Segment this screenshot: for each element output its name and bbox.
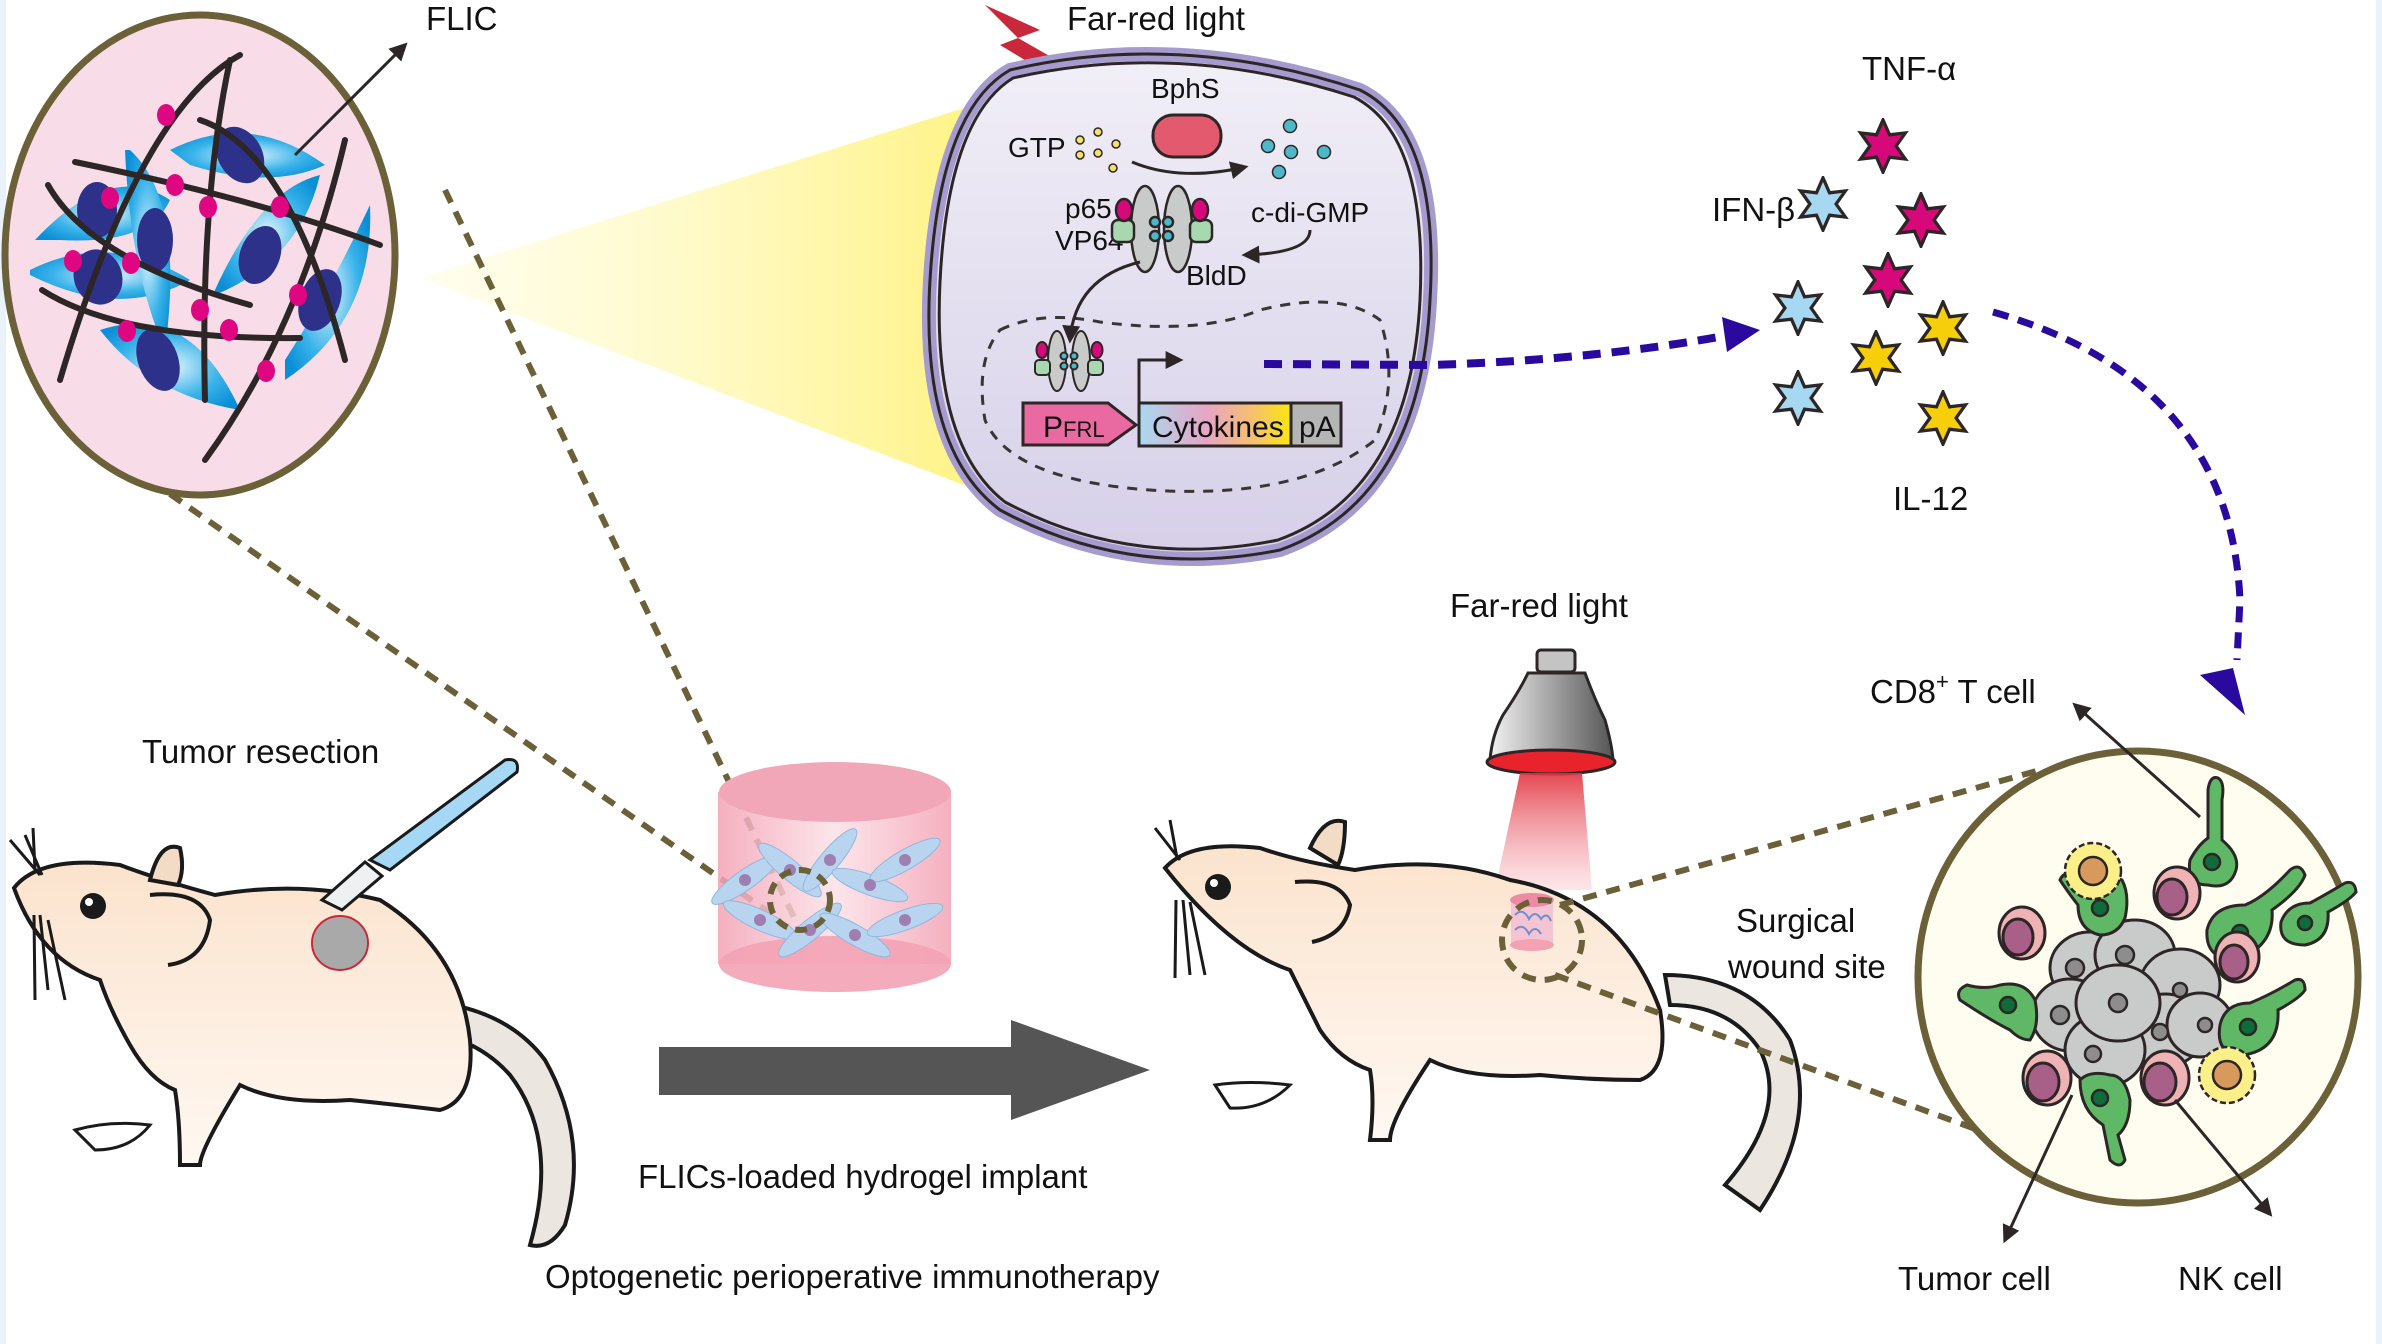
pa-terminator-label: pA	[1299, 411, 1336, 444]
zoom-cone	[420, 100, 990, 495]
nucleus-outline	[980, 300, 1391, 493]
nk-cell-pointer-arrow	[2173, 1099, 2273, 1217]
crosslink-dots	[64, 104, 307, 382]
wound-zoom-circle	[1499, 897, 1585, 983]
secretion-arrow	[1263, 329, 1741, 370]
gtp-label: GTP	[1008, 132, 1066, 163]
left-edge-strip	[0, 0, 6, 1344]
immune-inset	[1914, 747, 2362, 1207]
zoom-connectors-wound	[1553, 767, 2062, 1163]
p65-label: p65	[1065, 193, 1112, 224]
tnf-alpha-star	[1896, 192, 1946, 248]
bldd-label: BldD	[1186, 260, 1247, 291]
cytokine-stars	[1773, 118, 1968, 446]
il-12-star	[1918, 390, 1968, 446]
ifn-beta-star	[1773, 280, 1823, 336]
far-red-light-label-top: Far-red light	[1067, 0, 1245, 37]
tumor-cell-pointer-arrow	[2002, 1094, 2074, 1244]
flic-label: FLIC	[426, 0, 498, 37]
il-12-star	[1851, 330, 1901, 386]
promoter-pfrl	[1021, 401, 1139, 447]
tnf-alpha-star	[1863, 252, 1913, 308]
tumor-cell-cluster	[2030, 918, 2235, 1088]
immune-recruitment-arrow	[1992, 308, 2244, 661]
far-red-light-label-lamp: Far-red light	[1450, 587, 1628, 624]
figure-title: Optogenetic perioperative immunotherapy	[545, 1258, 1160, 1295]
cd8-pointer-arrow	[2072, 702, 2202, 819]
nk-cells	[1997, 865, 2261, 1107]
nk-cell-label: NK cell	[2178, 1260, 2283, 1297]
bound-transactivator-complex	[1034, 330, 1104, 392]
scalpel-icon	[319, 758, 519, 912]
tnf-alpha-label: TNF-α	[1862, 50, 1956, 87]
ifn-beta-star	[1798, 176, 1848, 232]
mouse-resection	[8, 758, 576, 1248]
gtp-molecules	[1075, 127, 1121, 173]
transition-arrow	[659, 1020, 1150, 1120]
lamp-icon	[1485, 648, 1617, 776]
c-di-gmp-molecules	[1260, 118, 1332, 180]
cd8-t-cell-label: CD8+ T cell	[1870, 669, 2036, 710]
hydrogel-implant	[711, 762, 951, 992]
mouse-treated	[1153, 818, 1802, 1213]
cytokines-gene	[1137, 401, 1293, 448]
tumor-mass	[311, 915, 369, 971]
transcription-start-arrow	[1137, 351, 1184, 402]
bldd-transactivator-complex	[1110, 184, 1214, 274]
far-red-beam	[1495, 773, 1592, 890]
flic-pointer-arrow	[293, 42, 408, 157]
cytokines-gene-label: Cytokines	[1152, 411, 1284, 444]
hydrogel-implant-label: FLICs-loaded hydrogel implant	[638, 1158, 1087, 1195]
tumor-resection-label: Tumor resection	[142, 733, 379, 770]
dendritic-cells	[2063, 841, 2257, 1105]
ifn-beta-star	[1773, 370, 1823, 426]
c-di-gmp-label: c-di-GMP	[1251, 197, 1369, 228]
right-edge-strip	[2376, 0, 2382, 1344]
flic-inset	[1, 11, 399, 499]
ifn-beta-label: IFN-β	[1712, 191, 1795, 228]
cd8-t-cells	[1957, 776, 2358, 1167]
nuclear-import-arrow	[1062, 260, 1141, 344]
promoter-label: PFRL	[1043, 411, 1105, 444]
bphs-reaction-arrow	[1131, 160, 1249, 180]
pa-terminator	[1289, 401, 1343, 448]
tumor-cell-label: Tumor cell	[1898, 1260, 2051, 1297]
bphs-enzyme	[1151, 113, 1223, 159]
hydrogel-zoom-circle	[767, 867, 833, 933]
tnf-alpha-star	[1858, 118, 1908, 174]
wound-site-label-line2: wound site	[1727, 948, 1886, 985]
secretion-arrowhead	[1722, 317, 1760, 352]
wound-site-label-line1: Surgical	[1736, 902, 1855, 939]
il-12-label: IL-12	[1893, 480, 1968, 517]
lightning-icon	[985, 5, 1080, 110]
gene-cassette: PFRL Cytokines pA	[1021, 351, 1343, 448]
bphs-label: BphS	[1151, 73, 1220, 104]
il-12-star	[1918, 300, 1968, 356]
c-di-gmp-binding-arrow	[1241, 229, 1312, 264]
immune-recruitment-arrowhead	[2200, 668, 2245, 715]
